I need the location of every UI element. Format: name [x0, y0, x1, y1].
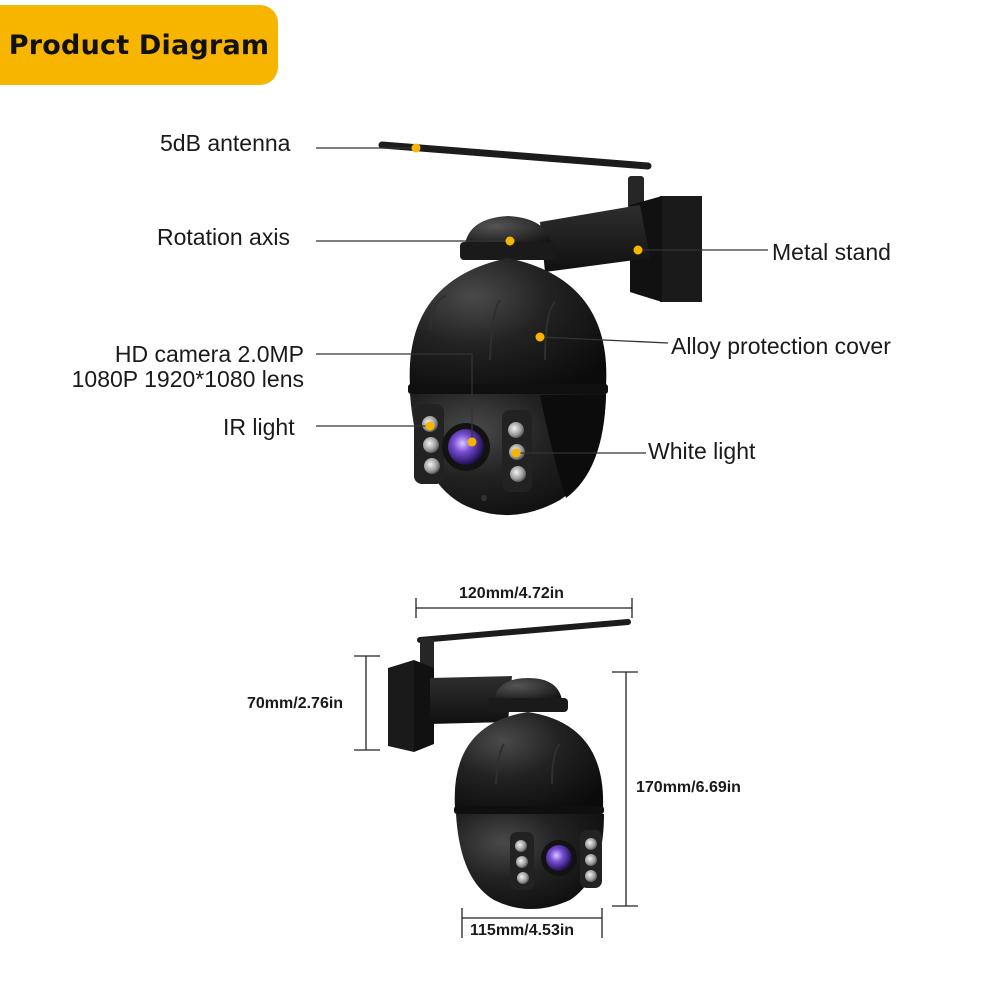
camera-lens	[448, 429, 484, 465]
rotation-cap	[465, 216, 552, 244]
rotation-ring	[488, 698, 568, 712]
camera-bottom	[388, 619, 631, 909]
dot-ir	[425, 421, 435, 431]
dot-white-light	[511, 448, 521, 458]
label-metal-stand: Metal stand	[772, 239, 891, 265]
ir-led	[424, 458, 440, 474]
alloy-cover	[409, 258, 607, 386]
camera-lens	[546, 845, 572, 871]
dot-hd-camera	[467, 437, 477, 447]
leader-hd-camera	[316, 353, 473, 442]
dim-width-bottom: 115mm/4.53in	[470, 922, 575, 939]
label-hd-camera-line2: 1080P 1920*1080 lens	[71, 366, 304, 393]
dot-rotation	[505, 236, 515, 246]
metal-stand-arm	[430, 676, 512, 724]
label-rotation-axis: Rotation axis	[157, 224, 290, 250]
header-badge: Product Diagram	[0, 5, 278, 85]
wall-plate	[660, 196, 702, 302]
dot-stand	[633, 245, 643, 255]
white-led	[510, 466, 526, 482]
ir-led	[516, 856, 528, 868]
dim-height-stand: 70mm/2.76in	[247, 695, 344, 712]
dim-height-total: 170mm/6.69in	[636, 779, 741, 796]
ir-led	[515, 840, 527, 852]
dot-antenna	[411, 143, 421, 153]
white-led	[585, 838, 597, 850]
label-ir-light: IR light	[223, 414, 295, 440]
ir-led	[423, 437, 439, 453]
marker-dots	[411, 143, 643, 458]
label-alloy-cover: Alloy protection cover	[671, 333, 891, 359]
mic-hole	[481, 495, 487, 501]
alloy-cover	[454, 712, 604, 808]
antenna	[417, 619, 631, 643]
rotation-ring	[460, 242, 556, 260]
label-hd-camera: HD camera 2.0MP 1080P 1920*1080 lens	[71, 341, 304, 393]
seam-band	[408, 384, 608, 394]
ir-led	[517, 872, 529, 884]
dim-width-top: 120mm/4.72in	[459, 585, 564, 602]
white-led	[508, 422, 524, 438]
cover-grooves	[429, 295, 556, 361]
label-antenna: 5dB antenna	[160, 130, 291, 156]
seam-band	[454, 806, 604, 814]
wall-plate-side	[414, 660, 434, 752]
wall-plate	[388, 660, 414, 752]
label-hd-camera-line1: HD camera 2.0MP	[114, 341, 304, 367]
visor	[540, 395, 606, 498]
page-title: Product Diagram	[8, 29, 270, 61]
leader-lines	[316, 147, 768, 454]
rotation-cap	[494, 678, 562, 700]
antenna	[378, 141, 652, 170]
cover-grooves	[495, 743, 561, 785]
antenna-base	[420, 638, 434, 672]
dot-cover	[535, 332, 545, 342]
metal-stand-arm	[540, 205, 650, 272]
dimension-lines	[354, 598, 638, 938]
leader-cover	[539, 336, 669, 344]
label-white-light: White light	[648, 438, 756, 464]
white-led	[585, 870, 597, 882]
white-led	[585, 854, 597, 866]
